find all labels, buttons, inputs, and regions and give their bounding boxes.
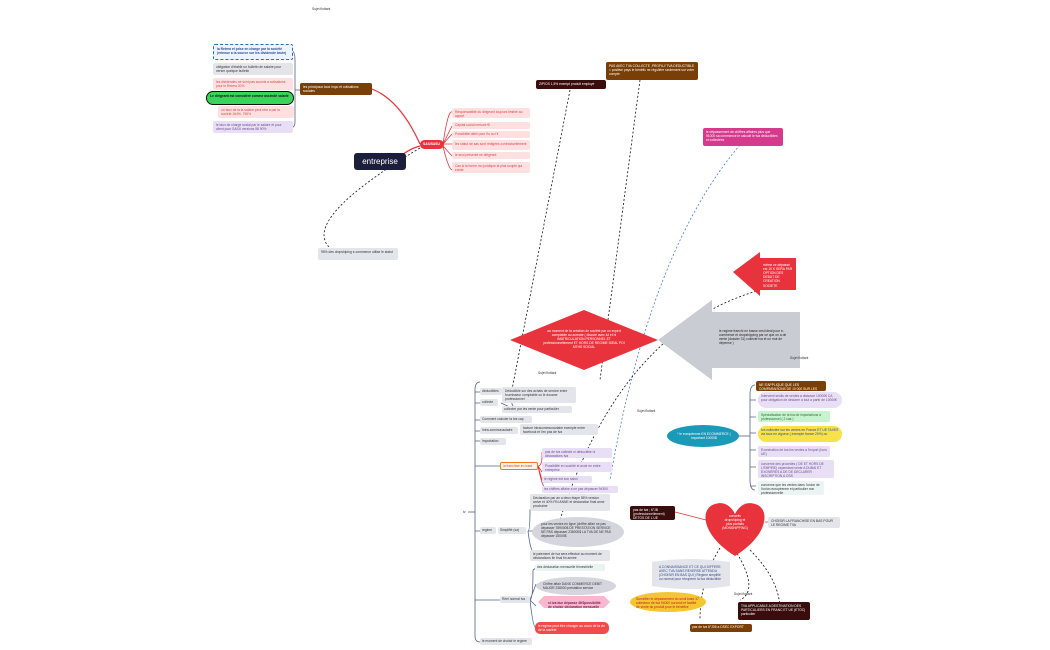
grey-arrow-text[interactable]: le regime franchi en basse cest ideal po… (719, 329, 787, 346)
wave-shape (652, 559, 730, 589)
brown-bottom-note[interactable]: pas de tva 6°J06 a DSEC EXPORT (690, 624, 752, 632)
reel-note[interactable]: si tva due dépasse 4K€possibilité de cho… (548, 601, 601, 609)
diamond-text[interactable]: au moment de la création de société par … (543, 329, 625, 350)
connector-line (474, 381, 481, 643)
maroon-bottom-note[interactable]: TVA APPLICABLE A DESTINATION DES PARTICU… (738, 602, 810, 620)
lav-item[interactable]: concerne des procédés ( DE ET HORS DE L'… (758, 460, 834, 478)
grey-oval (532, 517, 624, 547)
lav-item[interactable]: Intervient seuils de ventes a distance 1… (758, 392, 842, 408)
dashed-link (609, 144, 741, 481)
dropship-note[interactable]: 95% des dropshiping e-commerce utilise l… (318, 248, 398, 260)
pink-item[interactable]: Cas si la forme mo juridique la plus sou… (452, 162, 530, 173)
diamond-shape (510, 310, 658, 370)
pink-item[interactable]: les statut de sas sont rédigées contract… (452, 140, 530, 150)
franchise-note[interactable]: les chiffres affaire a ne pas dépasser 9… (542, 486, 618, 493)
taux-salaire-note[interactable]: un taux de la la salaire peut etre a par… (218, 106, 294, 118)
root-entreprise[interactable]: entreprise (354, 153, 406, 170)
yellow-item[interactable]: tva collectée sur les ventes en France E… (758, 426, 842, 442)
reel-note[interactable]: le regime peut être changer au cours de … (535, 622, 609, 634)
connector-line (537, 452, 546, 489)
simplifie-note[interactable]: le paiement de tva sera effectué au mome… (530, 550, 610, 561)
connector-line (750, 399, 756, 487)
pink-item[interactable]: le seul présenté ne dirigeant (452, 152, 530, 159)
retrea-note[interactable]: la Retrea et prise en charge par la soci… (213, 44, 293, 60)
simplifie-node[interactable]: Simplifié (sa) (498, 527, 526, 534)
lav-item[interactable]: concerne que les ventes dans l'union de … (758, 481, 824, 495)
tv-root[interactable]: tv (463, 510, 466, 514)
collecte-note[interactable]: Déductible sur des achats de service ent… (502, 387, 576, 403)
bulletin-note[interactable]: obligation d'etablir un bulletin de sala… (213, 63, 293, 75)
collecte-note[interactable]: collecter par les vente pour particulier (502, 406, 572, 413)
red-arrow-shape (733, 252, 796, 296)
dashed-link (509, 89, 571, 401)
connector-line (749, 384, 756, 491)
reel-note[interactable]: des déclaration mensuelle trimestrielle (535, 564, 605, 571)
floating-topic[interactable]: Sujet flottant (790, 356, 809, 360)
branch-moment-choisir[interactable]: le moment de choisir le regime (480, 638, 532, 645)
pink-item[interactable]: Capital social mesure €l (452, 122, 530, 129)
floating-topic[interactable]: Sujet flottant (734, 592, 753, 596)
pas-avec-tva-node[interactable]: PAS AVEC TVA COLLECTE ,PROFIL// TVA DEDU… (606, 62, 698, 80)
depassement-node[interactable]: le dépassement de chiffres affaires plus… (703, 128, 783, 146)
maroon-left-note[interactable]: pas de tva ; 6°JB (professionnellement) … (630, 506, 675, 520)
taux-charge-note[interactable]: le taux de charge social par le salaire … (213, 121, 293, 133)
branch-regime[interactable]: regime (480, 527, 496, 534)
teal-ellipse-text[interactable]: * le européenne EN ECOMMERCE ( important… (677, 432, 731, 441)
lav-item[interactable]: Exonération de tva les ventes a l'export… (758, 446, 830, 457)
simplifie-note[interactable]: Déclaration par an a deux étape 55% vers… (530, 494, 610, 511)
connector-line (529, 567, 537, 629)
dashed-link (559, 289, 761, 521)
teal-ellipse (667, 425, 739, 447)
connector-line (371, 88, 421, 145)
heart-right-note[interactable]: CHOISIR LA FRANCHISE EN BAS POUR LE REGI… (768, 517, 840, 528)
branch-reel-normal[interactable]: Réel normal tva (500, 596, 530, 603)
branch-deductibles[interactable]: déductibles (480, 388, 502, 395)
floating-topic[interactable]: Sujet flottant (538, 371, 557, 375)
pink-item[interactable]: Responsabilité du dirigeant toujours lim… (452, 108, 530, 118)
intra-note[interactable]: facture intracommunautaire exemple entre… (520, 424, 598, 435)
heart-shape (705, 503, 765, 556)
wave-text[interactable]: A CONNAISSANCE ET CE QUI DIFFERE AVEC TV… (659, 565, 721, 582)
grey-oval (536, 577, 616, 595)
gold-text[interactable]: Surveiller le dépassement du seuil base … (636, 597, 699, 609)
floating-topic[interactable]: Sujet flottant (312, 7, 331, 11)
red-arrow-text[interactable]: même ce dépassé est 10 K SERA PAR OPTION… (763, 263, 793, 288)
franchise-note[interactable]: pas de tva collecté ni déductible ni déc… (542, 448, 612, 458)
green-item[interactable]: Spécialisation de la tva de importations… (758, 411, 830, 422)
reel-note[interactable]: Chiffre affair DANS COMMERCE DEBIT MAJOR… (543, 582, 602, 591)
sas-node[interactable]: SAS/SASU (423, 142, 440, 146)
branch-calcul[interactable]: Comment calculer la tva cap (480, 416, 532, 423)
branch-importation[interactable]: Importation (480, 438, 506, 445)
franchise-note[interactable]: le regime est son salon (542, 476, 592, 483)
dividendes-note[interactable]: les dividendes ne sont pas soumis a coti… (213, 78, 293, 90)
branch-franchise[interactable]: la franchise en base (500, 462, 538, 470)
assimile-salarie-note[interactable]: Le dirigeant est considéré comme assimil… (206, 91, 294, 105)
grey-arrow-shape (658, 300, 800, 380)
heart-text[interactable]: conseils dropshiping et plus parfaits (M… (722, 514, 748, 531)
simplifie-note[interactable]: pour les ventes en ligne (chiffre affair… (541, 522, 611, 539)
gold-oval (630, 592, 706, 612)
brown-top-note[interactable]: NE S'APPLIQUE QUE LES COMPARAISONS DE 10… (756, 381, 826, 391)
zipios-node[interactable]: ZIPIOS 1,5% exempt produit employé (536, 80, 606, 89)
taxes-node[interactable]: les principaux taux impo et cotisations … (300, 83, 372, 95)
pink-hexagon (538, 596, 610, 608)
branch-intra[interactable]: Intra-communautaire (480, 427, 518, 434)
franchise-note[interactable]: Possibilité en société et avoir en entre… (542, 462, 612, 472)
connector-line (442, 111, 453, 171)
sas-pill (420, 140, 444, 149)
floating-topic[interactable]: Sujet flottant (637, 409, 656, 413)
connector-line (475, 391, 500, 601)
branch-collecte[interactable]: collecte (480, 399, 498, 406)
pink-item[interactable]: Possibilité déléi pour l'is ou l'ir (452, 131, 530, 138)
